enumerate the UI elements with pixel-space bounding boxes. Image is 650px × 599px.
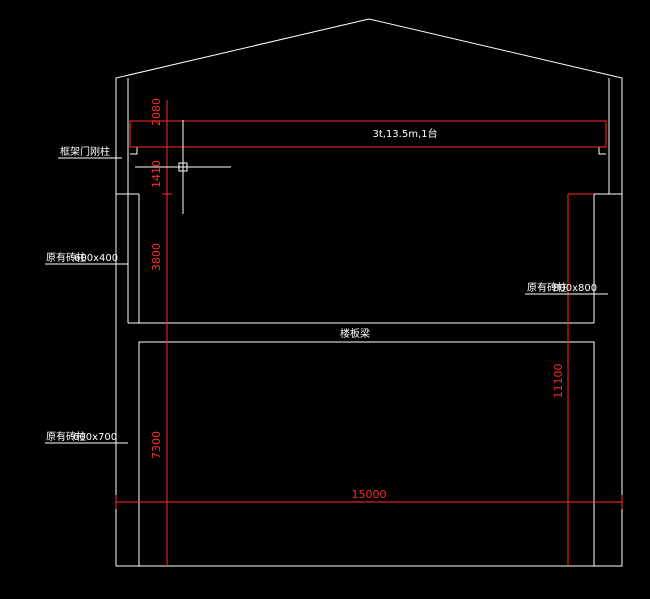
dimension-texts: 2080 1410 3800 7300 11100 15000 bbox=[150, 98, 565, 501]
callout-left-top-text: 框架门刚柱 bbox=[60, 145, 110, 158]
callout-left-mid-size: 600x400 bbox=[74, 253, 118, 264]
callout-left-bottom-prefix: 原有砖柱 bbox=[46, 430, 86, 443]
dim-7300: 7300 bbox=[150, 431, 163, 459]
right-crane-support bbox=[598, 146, 606, 155]
floor-label: 楼板梁 bbox=[340, 327, 370, 340]
dim-2080: 2080 bbox=[150, 98, 163, 126]
callout-texts: 框架门刚柱 原有砖柱 600x400 原有砖柱 800x800 原有砖柱 600… bbox=[46, 145, 597, 443]
crosshair-cursor-icon[interactable] bbox=[135, 120, 231, 214]
crosshair-pickbox bbox=[178, 162, 188, 172]
callout-left-mid-prefix: 原有砖柱 bbox=[46, 251, 86, 264]
callout-right-size: 800x800 bbox=[553, 283, 597, 294]
callout-right-prefix: 原有砖柱 bbox=[527, 281, 567, 294]
dim-11100: 11100 bbox=[552, 364, 565, 399]
crane-beam[interactable]: 3t,13.5m,1台 bbox=[129, 120, 607, 148]
building-outline bbox=[115, 18, 623, 567]
dimension-lines bbox=[115, 100, 623, 566]
left-crane-support bbox=[130, 146, 138, 155]
dim-3800: 3800 bbox=[150, 243, 163, 271]
crane-beam-rect bbox=[129, 120, 607, 148]
crane-label: 3t,13.5m,1台 bbox=[372, 127, 437, 140]
callout-left-bottom-size: 600x700 bbox=[73, 432, 117, 443]
callouts bbox=[45, 157, 608, 444]
lower-storey-box bbox=[138, 341, 595, 567]
dim-15000: 15000 bbox=[352, 488, 387, 501]
dim-1410: 1410 bbox=[150, 160, 163, 188]
